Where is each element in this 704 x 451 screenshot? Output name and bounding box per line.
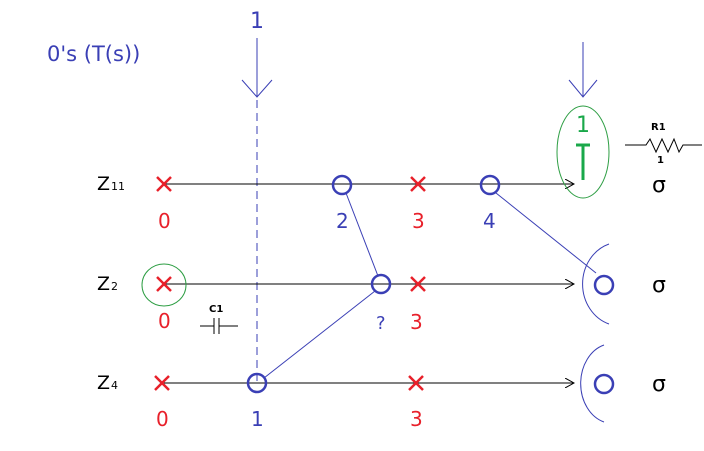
highlight-z2-pole-0	[141, 263, 187, 307]
row-subscript: 4	[111, 379, 118, 392]
link-z11-2-to-z2	[345, 192, 379, 277]
zero-z11-2	[331, 174, 353, 196]
resistor-icon	[625, 137, 702, 154]
pole-z2-3	[410, 276, 426, 292]
row-label-z2: Z 2	[97, 273, 118, 295]
label-z4-pole-0: 0	[156, 407, 169, 431]
link-z2-to-z4-1	[263, 290, 376, 379]
pole-z4-3	[408, 375, 424, 391]
arc-z2-inf	[582, 243, 610, 325]
row-name: Z	[97, 273, 110, 295]
label-z11-pole-0: 0	[158, 209, 171, 233]
pole-z4-0	[154, 375, 170, 391]
resistor-value: 1	[657, 155, 664, 166]
capacitor-icon	[200, 318, 238, 334]
right-down-arrow	[568, 42, 598, 98]
sigma-z2: σ	[652, 273, 666, 298]
label-z4-zero-1: 1	[251, 407, 264, 431]
pole-z11-0	[156, 176, 172, 192]
label-z2-pole-3: 3	[410, 310, 423, 334]
zero-z2-q	[370, 273, 392, 295]
row-subscript: 2	[111, 280, 118, 293]
arc-z4-inf	[580, 344, 605, 423]
resistor-name: R1	[651, 122, 666, 133]
capacitor-name: C1	[209, 304, 223, 315]
label-z2-zero-q: ?	[376, 313, 386, 334]
label-z4-pole-3: 3	[410, 407, 423, 431]
row-name: Z	[97, 173, 110, 195]
label-z11-pole-3: 3	[412, 209, 425, 233]
link-z11-4-to-inf	[495, 192, 597, 274]
sigma-z11: σ	[652, 173, 666, 198]
row-subscript: 11	[111, 180, 125, 193]
row-label-z4: Z 4	[97, 372, 118, 394]
sigma-z4: σ	[652, 372, 666, 397]
top-arrow-label: 1	[250, 9, 264, 34]
diagram-title: 0's (T(s))	[47, 42, 140, 66]
row-name: Z	[97, 372, 110, 394]
zero-z4-inf	[593, 373, 615, 395]
infinity-value: 1	[576, 113, 590, 138]
row-label-z11: Z 11	[97, 173, 125, 195]
pole-z2-0	[156, 276, 172, 292]
series-resistor-bar	[576, 143, 590, 180]
label-z2-pole-0: 0	[158, 309, 171, 333]
label-z11-zero-2: 2	[336, 209, 349, 233]
zero-z4-1	[246, 372, 268, 394]
highlight-infinity	[556, 105, 610, 199]
zero-z11-4	[479, 174, 501, 196]
zero-z2-inf	[593, 274, 615, 296]
label-z11-zero-4: 4	[483, 209, 496, 233]
top-down-arrow	[241, 38, 273, 98]
pole-z11-3	[410, 176, 426, 192]
